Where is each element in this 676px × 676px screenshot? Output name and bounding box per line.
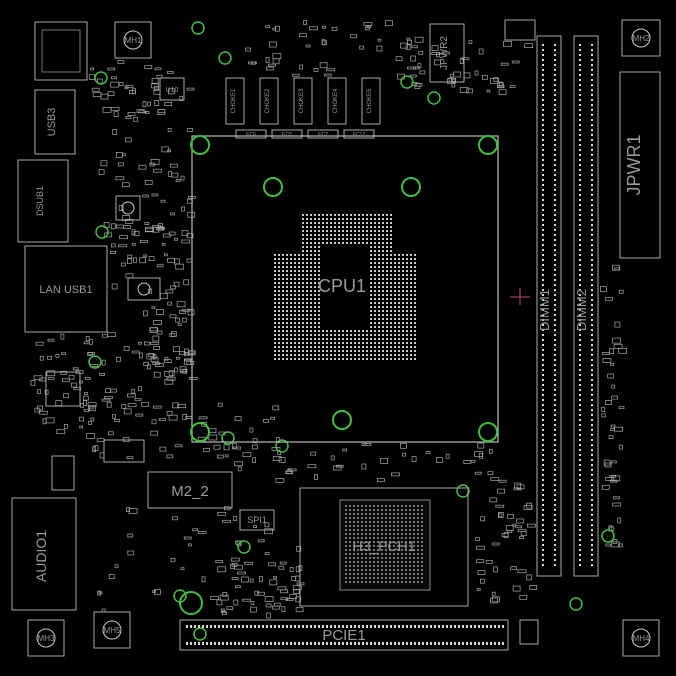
chip-u13 — [127, 277, 161, 301]
svg-text:H3_PCH1: H3_PCH1 — [352, 538, 415, 554]
svg-text:MH3: MH3 — [38, 634, 55, 643]
svg-text:DSUB1: DSUB1 — [35, 186, 45, 216]
connector-jpwr1: JPWR1 — [619, 71, 661, 259]
svg-text:MH4: MH4 — [633, 634, 650, 643]
mounting-hole-mh5: MH5 — [93, 611, 131, 649]
svg-text:CPU1: CPU1 — [318, 276, 366, 296]
dimm-slot-2: DIMM2 — [573, 35, 599, 577]
choke-row: CHOKE1 CHOKE2 CHOKE3 CHOKE4 CHOKE5 — [225, 77, 381, 125]
svg-text:EC12: EC12 — [353, 132, 366, 138]
svg-text:AUDIO1: AUDIO1 — [33, 530, 49, 582]
svg-text:MH2: MH2 — [633, 34, 650, 43]
svg-text:MH5: MH5 — [104, 626, 121, 635]
mounting-hole-mh3: MH3 — [27, 619, 65, 657]
svg-text:DIMM1: DIMM1 — [537, 289, 552, 331]
chip-u9 — [115, 195, 141, 221]
connector-dsub1: DSUB1 — [17, 159, 69, 243]
mounting-hole-mh4: MH4 — [622, 619, 660, 657]
svg-text:CHOKE2: CHOKE2 — [265, 88, 271, 113]
svg-text:EC7: EC7 — [318, 132, 328, 138]
svg-text:LAN USB1: LAN USB1 — [39, 284, 92, 296]
pcie-slot: PCIE1 — [179, 619, 509, 651]
spi-chip: SPI1 — [239, 509, 275, 531]
svg-text:M2_2: M2_2 — [171, 483, 209, 500]
chip-u10: U10 — [159, 77, 185, 101]
transistor-q5 — [519, 619, 539, 645]
connector-audio1: AUDIO1 — [11, 497, 77, 611]
svg-text:SPI1: SPI1 — [247, 515, 267, 525]
m2-slot: M2_2 — [147, 471, 233, 509]
cpu-pin-array — [274, 214, 416, 360]
svg-text:EC6: EC6 — [246, 132, 256, 138]
jumper-jh1 — [51, 455, 75, 491]
ec-row: EC6 EC5 EC7 EC12 — [235, 129, 375, 139]
connector-usb3 — [34, 21, 88, 81]
svg-text:U10: U10 — [166, 87, 179, 94]
board-decoration — [30, 20, 627, 641]
connector-usb3-lower: USB3 — [34, 89, 76, 155]
svg-text:JPWR2: JPWR2 — [439, 36, 450, 70]
mounting-hole-mh1: MH1 — [114, 21, 152, 59]
connector-lan-usb1: LAN USB1 — [24, 245, 108, 333]
pch-chip: H3_PCH1 — [299, 487, 469, 607]
battery-bt1 — [179, 591, 203, 615]
mosfet-q — [504, 19, 536, 41]
chip-u11 — [45, 371, 81, 407]
svg-text:PCIE1: PCIE1 — [322, 627, 365, 644]
connector-jpwr2: JPWR2 — [429, 23, 465, 83]
svg-text:MH1: MH1 — [125, 36, 142, 45]
svg-text:CHOKE4: CHOKE4 — [333, 88, 339, 113]
svg-text:JPWR1: JPWR1 — [624, 134, 644, 195]
svg-text:CHOKE5: CHOKE5 — [367, 88, 373, 113]
chip-u14 — [103, 439, 145, 463]
svg-text:EC5: EC5 — [282, 132, 292, 138]
svg-text:CHOKE3: CHOKE3 — [299, 88, 305, 113]
svg-text:CHOKE1: CHOKE1 — [231, 88, 237, 113]
mounting-hole-mh2: MH2 — [621, 19, 661, 57]
svg-text:DIMM2: DIMM2 — [574, 289, 589, 331]
dimm-slot-1: DIMM1 — [536, 35, 562, 577]
cpu-socket: CPU1 — [190, 135, 499, 443]
svg-text:USB3: USB3 — [46, 108, 58, 137]
